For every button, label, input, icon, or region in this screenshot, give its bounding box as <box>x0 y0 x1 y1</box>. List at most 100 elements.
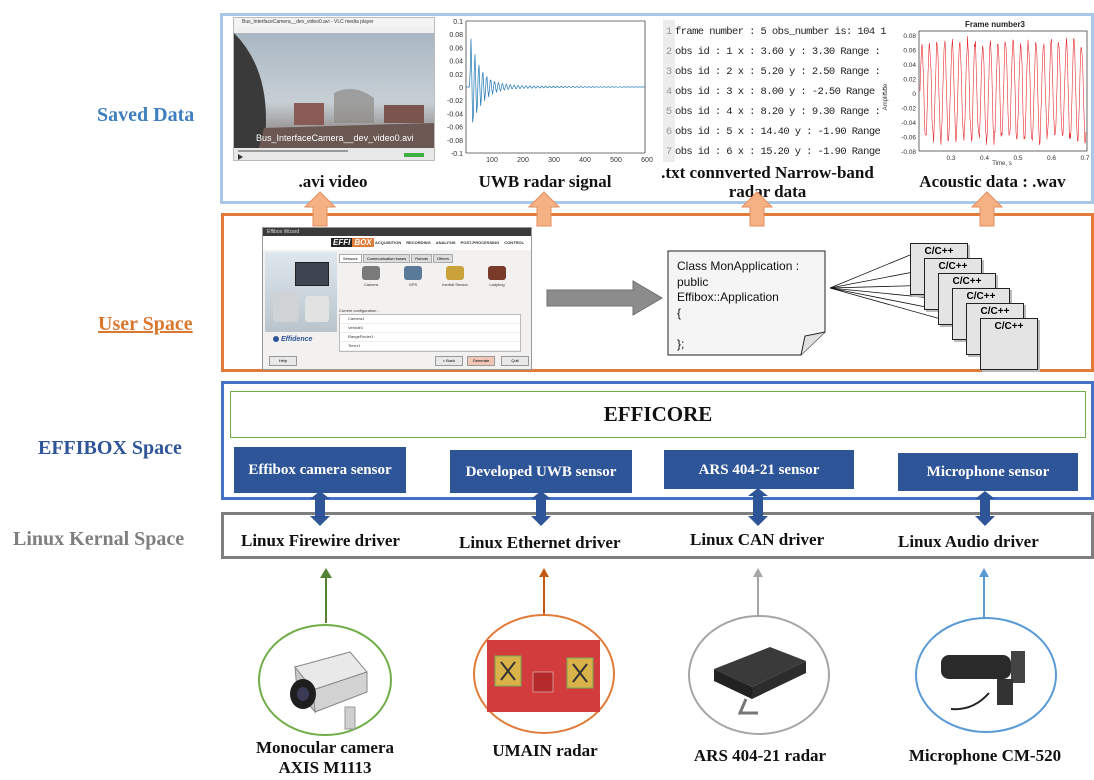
acoustic-xlabel: Time, s <box>992 161 1011 167</box>
uwb-ytick: -0.06 <box>447 125 463 132</box>
device-camera-picture <box>258 624 392 736</box>
uwb-ytick: 0 <box>459 85 463 92</box>
txt-line-text: obs id : 2 x : 5.20 y : 2.50 Range : <box>675 66 881 78</box>
uwb-plot: 0.10.080.060.040.020-0.02-0.04-0.06-0.08… <box>447 19 653 164</box>
arrow-up-video <box>303 191 337 227</box>
kernel-space-label: Linux Kernal Space <box>13 528 185 550</box>
wizard-sensor-item[interactable]: Camera <box>353 266 389 287</box>
uwb-xtick: 100 <box>486 157 498 164</box>
wizard-menu-item[interactable]: CONTROL <box>504 240 525 245</box>
uwb-caption: UWB radar signal <box>478 172 612 191</box>
uwb-ytick: 0.02 <box>449 72 463 79</box>
txt-line-number: 6 <box>665 126 673 138</box>
config-item[interactable]: Camera1 <box>340 315 520 324</box>
sensor-ars: ARS 404-21 sensor <box>664 450 854 489</box>
uwb-xtick: 400 <box>579 157 591 164</box>
acoustic-ylabel: Amplitude <box>883 83 889 110</box>
txt-line-number: 4 <box>665 86 673 98</box>
device-umain-label: UMAIN radar <box>492 741 598 760</box>
uwb-ytick: 0.1 <box>453 19 463 26</box>
acoustic-ytick: 0.08 <box>903 33 916 40</box>
arrow-up-acoustic <box>970 191 1004 227</box>
sensor-uwb: Developed UWB sensor <box>450 450 632 493</box>
effibox-space-label: EFFIBOX Space <box>38 437 182 459</box>
config-item[interactable]: RangeFinder1 <box>340 333 520 342</box>
acoustic-xtick: 0.3 <box>946 155 955 162</box>
device-mic-label: Microphone CM-520 <box>908 746 1062 765</box>
wizard-menu-item[interactable]: ACQUISITION <box>375 240 402 245</box>
sensor-icon <box>362 266 380 280</box>
wizard-titlebar: Effibox Wizard <box>263 228 531 236</box>
txt-line-number: 1 <box>665 26 673 38</box>
wizard-sensor-item[interactable]: GPS <box>395 266 431 287</box>
txt-line-text: obs id : 4 x : 8.20 y : 9.30 Range : <box>675 106 881 118</box>
wizard-tab[interactable]: Sensors <box>339 254 362 263</box>
vlc-title: Bus_InterfaceCamera__dev_video0.avi - VL… <box>242 19 374 25</box>
config-item[interactable]: Timer1 <box>340 342 520 351</box>
wizard-button[interactable]: < Back <box>435 356 463 366</box>
acoustic-ytick: -0.04 <box>901 120 916 127</box>
code-line: public <box>677 274 709 289</box>
sensor-microphone: Microphone sensor <box>898 453 1078 491</box>
device-mic-picture <box>915 617 1057 733</box>
efficore-label: EFFICORE <box>603 402 713 426</box>
acoustic-title: Frame number3 <box>965 20 1026 29</box>
brand-icon <box>273 336 279 343</box>
acoustic-ytick: 0.04 <box>903 62 916 69</box>
acoustic-ytick: -0.08 <box>901 149 916 156</box>
cpp-file-box: C/C++ <box>980 318 1038 370</box>
sensor-icon <box>446 266 464 280</box>
wizard-side-image <box>265 252 337 332</box>
acoustic-ytick: 0 <box>912 91 916 98</box>
video-caption: .avi video <box>298 172 368 191</box>
wizard-tab[interactable]: Others <box>432 254 453 263</box>
wizard-sensor-item[interactable]: Ladybug <box>479 266 515 287</box>
double-arrow-can <box>748 488 768 526</box>
device-ars-label: ARS 404-21 radar <box>693 746 827 765</box>
config-item[interactable]: Vehicle1 <box>340 324 520 333</box>
wizard-button[interactable]: Quit <box>501 356 529 366</box>
double-arrow-audio <box>975 491 995 526</box>
txt-caption-line2: radar data <box>728 182 807 201</box>
wizard-to-code-arrow <box>546 280 663 316</box>
wizard-menu-item[interactable]: ANALYSIS <box>435 240 456 245</box>
txt-line-text: obs id : 5 x : 14.40 y : -1.90 Range <box>675 126 881 138</box>
device-camera-line1: Monocular camera <box>255 738 394 757</box>
device-camera-label: Monocular camera AXIS M1113 <box>220 738 430 778</box>
code-document-shape <box>667 250 826 356</box>
user-space-label: User Space <box>98 313 193 335</box>
efficore-box: EFFICORE <box>230 391 1086 438</box>
arrow-up-uwb <box>527 191 561 227</box>
sensor-icon <box>404 266 422 280</box>
code-line: Class MonApplication : <box>677 259 800 273</box>
acoustic-plot: Frame number3 Amplitude Time, s 0.080.06… <box>883 20 1090 167</box>
txt-line-number: 3 <box>665 66 673 78</box>
volume-icon <box>404 153 424 157</box>
uwb-ytick: 0.08 <box>449 32 463 39</box>
wizard-button[interactable]: Help <box>269 356 297 366</box>
device-camera-line2: AXIS M1113 <box>278 758 372 777</box>
wizard-menu-item[interactable]: RECORDING <box>406 240 431 245</box>
current-config-label: Current configuration : <box>339 308 379 313</box>
wizard-button[interactable]: Generate <box>467 356 495 366</box>
video-frame <box>234 33 434 148</box>
kernel-space-frame <box>221 512 1094 559</box>
txt-line-number: 7 <box>665 146 673 158</box>
wizard-sensor-item[interactable]: Inertial Sensor <box>437 266 473 287</box>
driver-ethernet: Linux Ethernet driver <box>459 533 621 552</box>
uwb-ytick: -0.08 <box>447 138 463 145</box>
sensor-label: Ladybug <box>489 282 505 287</box>
wizard-menu-item[interactable]: POST-PROCESSING <box>460 240 500 245</box>
wizard-tab[interactable]: Communication buses <box>362 254 411 263</box>
txt-line-text: obs id : 3 x : 8.00 y : -2.50 Range : <box>675 86 887 98</box>
wizard-tab[interactable]: Robots <box>411 254 432 263</box>
fanout-line <box>829 254 911 289</box>
uwb-xtick: 600 <box>641 157 653 164</box>
